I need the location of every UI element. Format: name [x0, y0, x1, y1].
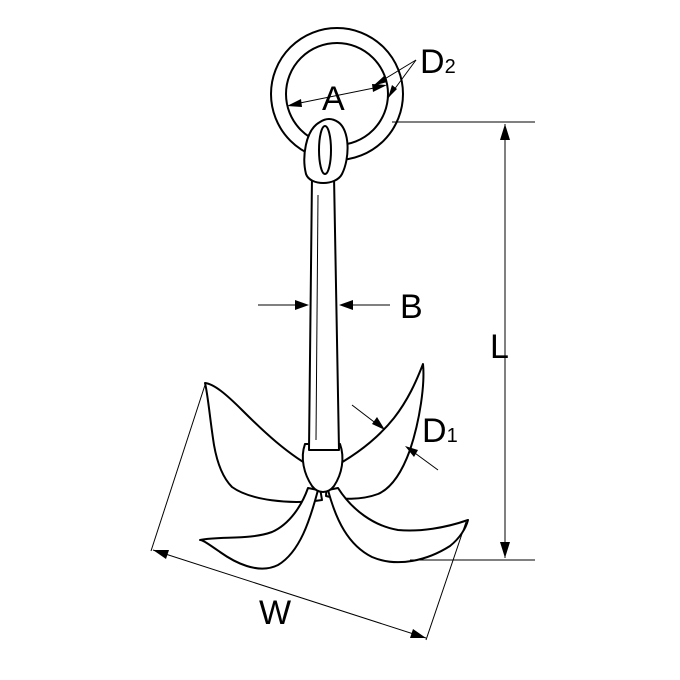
dimension-d1 — [351, 404, 439, 471]
fluke-back-left — [204, 382, 323, 503]
label-b: B — [400, 288, 423, 326]
dimension-a — [287, 84, 387, 107]
label-d2: D2 — [420, 43, 456, 81]
dimension-b — [258, 300, 390, 310]
label-d2-subscript: 2 — [445, 56, 456, 78]
label-w: W — [259, 594, 291, 632]
label-a: A — [322, 80, 345, 118]
crown-hub — [301, 443, 344, 493]
label-d1-letter: D — [422, 412, 447, 450]
fluke-front-right — [327, 487, 469, 564]
label-d2-letter: D — [420, 43, 445, 81]
dimension-l — [392, 121, 535, 561]
label-d1-subscript: 1 — [447, 425, 458, 447]
dimension-d2 — [372, 59, 417, 99]
fluke-back-right — [325, 363, 425, 500]
anchor-body — [199, 118, 469, 570]
dimension-w — [150, 384, 467, 641]
fluke-front-left — [199, 487, 319, 570]
label-d1: D1 — [422, 412, 458, 450]
label-l: L — [490, 328, 509, 366]
shank — [308, 175, 340, 451]
